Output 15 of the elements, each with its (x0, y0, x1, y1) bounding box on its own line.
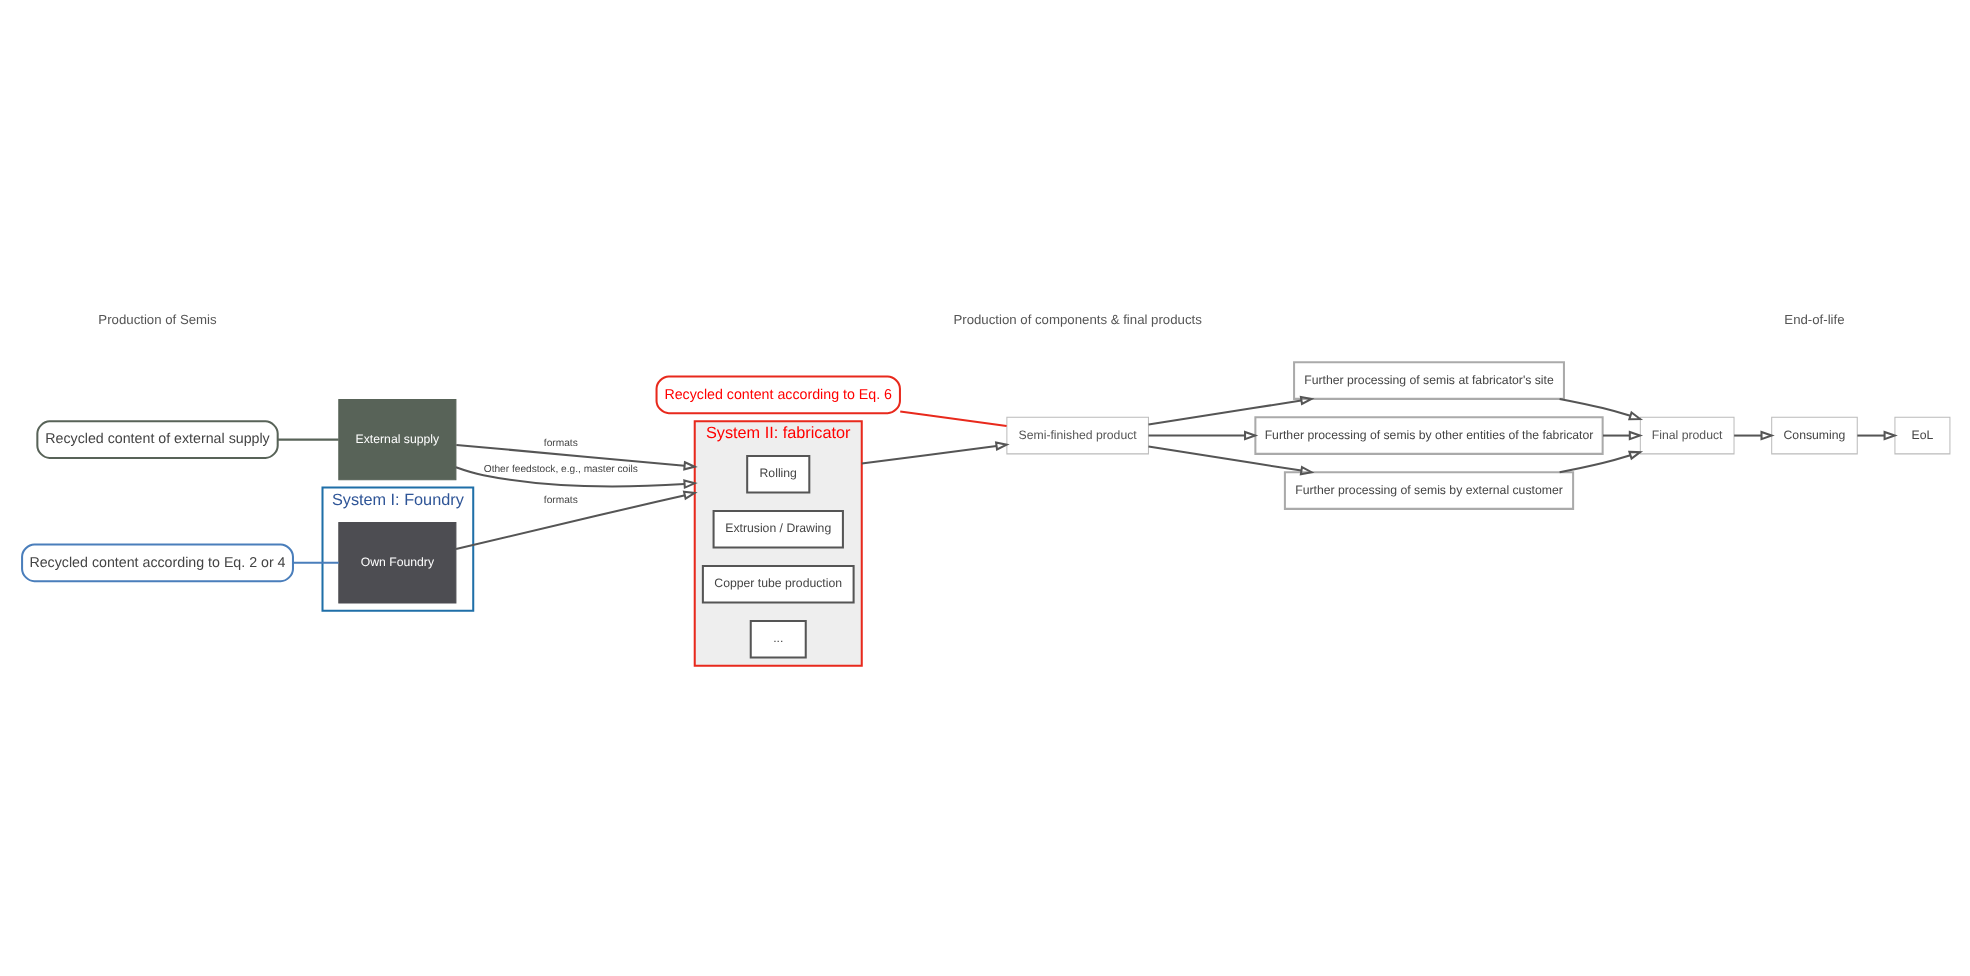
connector (276, 438, 338, 441)
arrow (1856, 430, 1897, 441)
arrow (1147, 395, 1314, 426)
arrow (1558, 397, 1643, 421)
arrow (1147, 445, 1314, 476)
arrow (455, 443, 697, 471)
arrow (1558, 450, 1643, 474)
arrow (1733, 430, 1774, 441)
connector (899, 410, 1006, 427)
arrow (454, 466, 697, 490)
connector (292, 561, 338, 564)
arrow (860, 441, 1009, 465)
arrow (1147, 430, 1258, 441)
arrow (454, 490, 697, 551)
arrow (1602, 430, 1643, 441)
